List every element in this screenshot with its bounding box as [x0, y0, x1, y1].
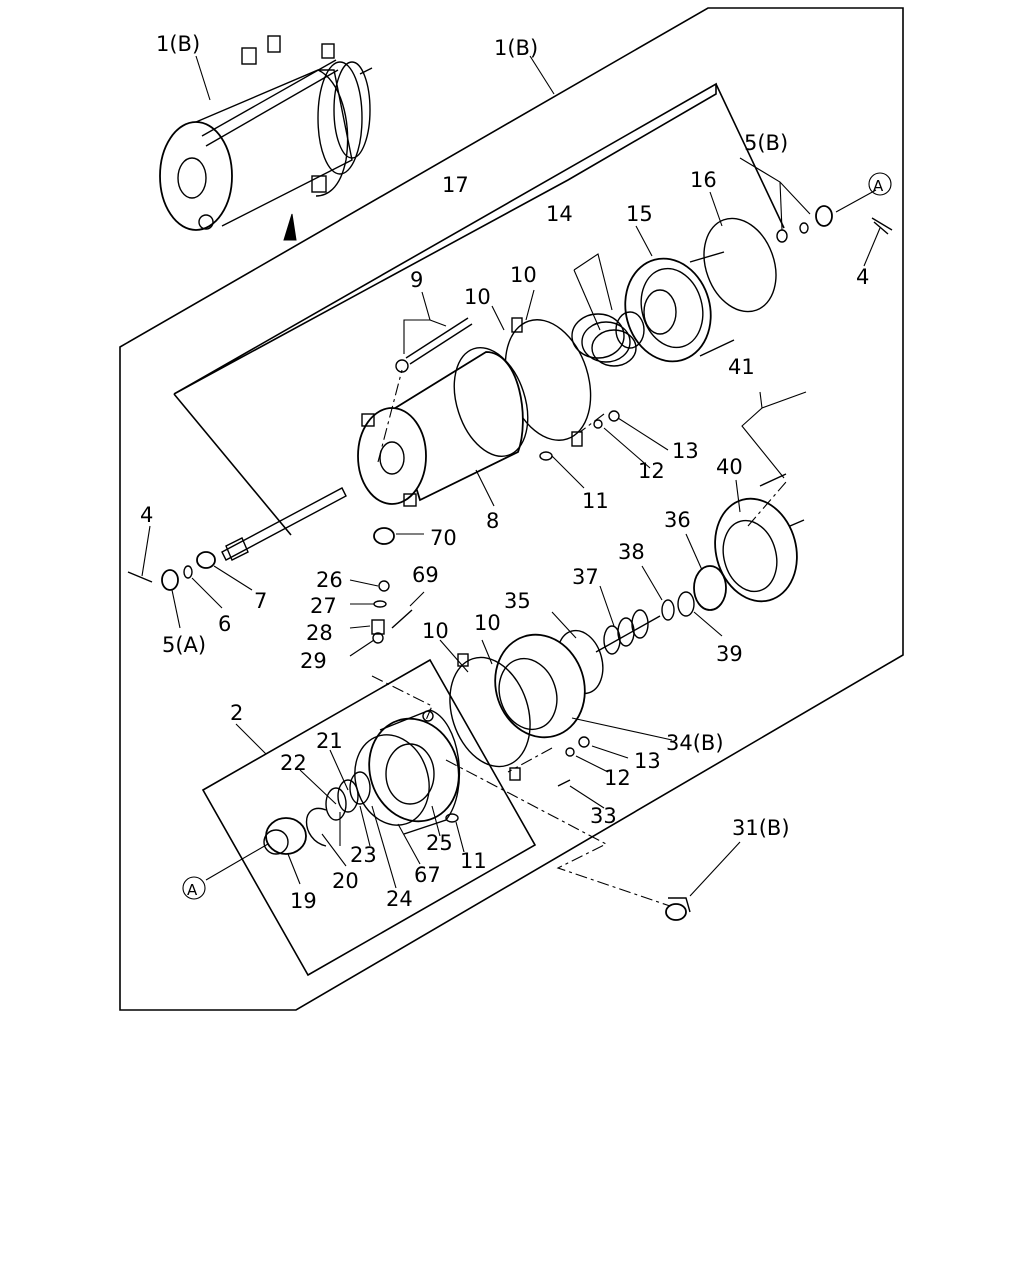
- callout-24: 24: [386, 887, 413, 911]
- part-36-seal: [693, 565, 727, 611]
- callout-10-c: 10: [422, 619, 449, 643]
- assembled-unit-illustration: [159, 35, 373, 231]
- leader-lines: [141, 55, 881, 897]
- callout-69: 69: [412, 563, 439, 587]
- callout-19: 19: [290, 889, 317, 913]
- part-37-spring: [595, 609, 661, 655]
- callout-40: 40: [716, 455, 743, 479]
- ref-a-bottom: A: [187, 881, 198, 899]
- callout-15: 15: [626, 202, 653, 226]
- callout-22: 22: [280, 751, 307, 775]
- part-20-snap-ring: [305, 807, 327, 847]
- callout-5a: 5(A): [162, 633, 206, 657]
- callout-26: 26: [316, 568, 343, 592]
- callout-8: 8: [486, 509, 499, 533]
- callout-4-right: 4: [856, 265, 869, 289]
- part-8-cylinder: [357, 347, 529, 507]
- group-box-17: [173, 82, 717, 395]
- part-31b-elbow: [665, 897, 691, 921]
- callout-13-b: 13: [634, 749, 661, 773]
- callout-41: 41: [728, 355, 755, 379]
- callout-1b-top: 1(B): [156, 32, 200, 56]
- callout-23: 23: [350, 843, 377, 867]
- part-70-plug: [373, 527, 395, 545]
- callout-11-b: 11: [460, 849, 487, 873]
- callout-4-left: 4: [140, 503, 153, 527]
- center-lines: [371, 369, 787, 907]
- callout-2: 2: [230, 701, 243, 725]
- callout-25: 25: [426, 831, 453, 855]
- callout-37: 37: [572, 565, 599, 589]
- callout-10-d: 10: [474, 611, 501, 635]
- callout-70: 70: [430, 526, 457, 550]
- callout-1b-box: 1(B): [494, 36, 538, 60]
- callout-31b: 31(B): [732, 816, 790, 840]
- group-box-2: [201, 658, 537, 977]
- callout-5b: 5(B): [744, 131, 788, 155]
- part-4-cotter-pin-right: [871, 217, 893, 235]
- rod-assembly: [127, 487, 347, 591]
- direction-arrow-icon: [283, 213, 297, 241]
- callout-7: 7: [254, 589, 267, 613]
- callout-12-a: 12: [638, 459, 665, 483]
- callout-38: 38: [618, 540, 645, 564]
- callout-17: 17: [442, 173, 469, 197]
- reference-a-bottom-circle: [182, 876, 206, 900]
- assembly-boundary-outer: [119, 7, 904, 1011]
- part-41-pin: [759, 473, 787, 487]
- part-15-diaphragm-housing: [624, 251, 735, 363]
- callout-10-b: 10: [464, 285, 491, 309]
- part-5b-washer: [776, 229, 788, 243]
- callout-39: 39: [716, 642, 743, 666]
- ref-a-top: A: [873, 177, 884, 195]
- callout-36: 36: [664, 508, 691, 532]
- callout-12-b: 12: [604, 766, 631, 790]
- callout-21: 21: [316, 729, 343, 753]
- callout-67: 67: [414, 863, 441, 887]
- part-16-oring: [703, 217, 777, 313]
- callout-33: 33: [590, 804, 617, 828]
- callout-35: 35: [504, 589, 531, 613]
- part-10-clamp-lower: [449, 656, 531, 768]
- callout-11-a: 11: [582, 489, 609, 513]
- callout-28: 28: [306, 621, 333, 645]
- callout-27: 27: [310, 594, 337, 618]
- callout-34b: 34(B): [666, 731, 724, 755]
- reference-a-top-circle: [868, 172, 892, 196]
- part-34b-piston: [494, 633, 586, 739]
- part-40-housing: [714, 497, 805, 603]
- callout-20: 20: [332, 869, 359, 893]
- callout-13-a: 13: [672, 439, 699, 463]
- part-14-spring: [571, 311, 645, 367]
- part-9-bolt: [395, 317, 473, 373]
- part-19-bushing: [263, 817, 307, 855]
- callout-9: 9: [410, 268, 423, 292]
- group-box-17-lines: [173, 393, 292, 536]
- callout-14: 14: [546, 202, 573, 226]
- callout-29: 29: [300, 649, 327, 673]
- callout-6: 6: [218, 612, 231, 636]
- callout-10-a: 10: [510, 263, 537, 287]
- callout-16: 16: [690, 168, 717, 192]
